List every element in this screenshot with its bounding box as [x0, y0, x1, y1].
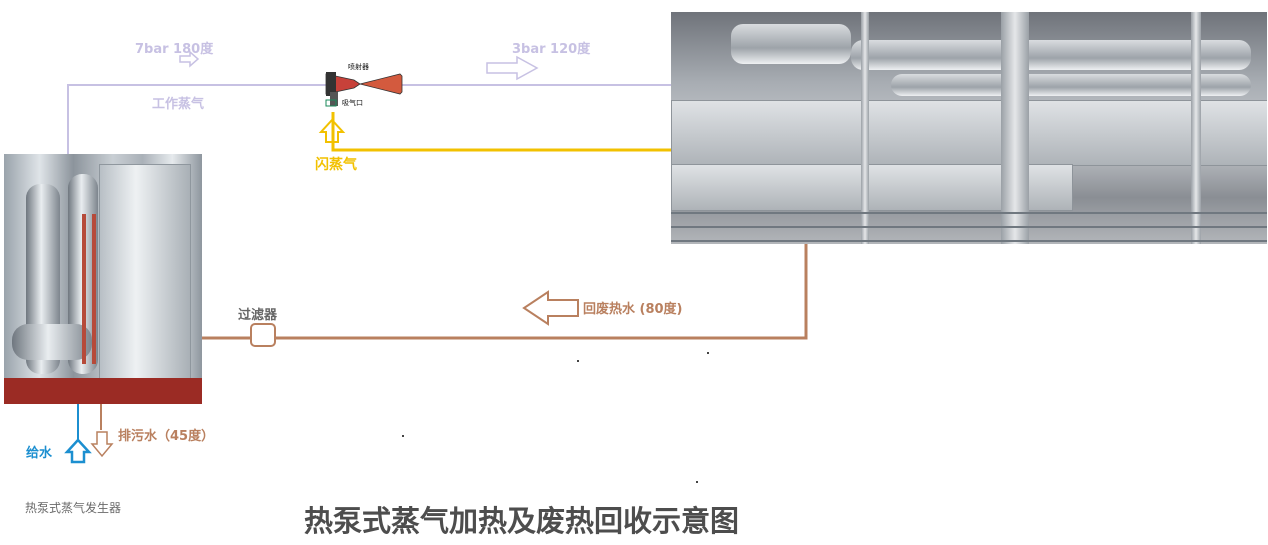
ejector: 喷射器 吸气口	[320, 62, 406, 108]
arrow-right-small-icon	[179, 50, 200, 68]
dryer-factory-image	[671, 12, 1267, 244]
arrow-up-feed-icon	[64, 438, 92, 464]
out-steam-pressure-label: 3bar 120度	[512, 42, 591, 57]
generator-label: 热泵式蒸气发生器	[25, 501, 122, 515]
arrow-right-large-icon	[486, 55, 539, 81]
return-water-line	[202, 212, 808, 340]
filter-symbol	[250, 323, 276, 347]
drain-water-label: 排污水（45度）	[118, 429, 215, 444]
work-steam-label: 工作蒸气	[152, 97, 205, 112]
arrow-up-flash-icon	[318, 118, 346, 143]
dot	[577, 360, 579, 362]
work-steam-line	[67, 84, 330, 155]
feed-water-label: 给水	[26, 446, 53, 461]
arrow-down-drain-icon	[90, 431, 114, 458]
dot	[402, 435, 404, 437]
work-steam-pressure-label: 7bar 180度	[135, 42, 214, 57]
suction-port-label: 吸气口	[342, 99, 363, 107]
filter-label: 过滤器	[238, 308, 278, 323]
ejector-icon	[325, 72, 403, 107]
dot	[696, 481, 698, 483]
return-water-label: 回废热水 (80度)	[583, 302, 683, 317]
ejector-label: 喷射器	[348, 63, 369, 71]
diagram-title: 热泵式蒸气加热及废热回收示意图	[304, 504, 740, 538]
steam-generator-image	[4, 154, 202, 404]
arrow-left-return-icon	[522, 290, 579, 326]
flash-steam-label: 闪蒸气	[315, 157, 357, 173]
dot	[707, 352, 709, 354]
